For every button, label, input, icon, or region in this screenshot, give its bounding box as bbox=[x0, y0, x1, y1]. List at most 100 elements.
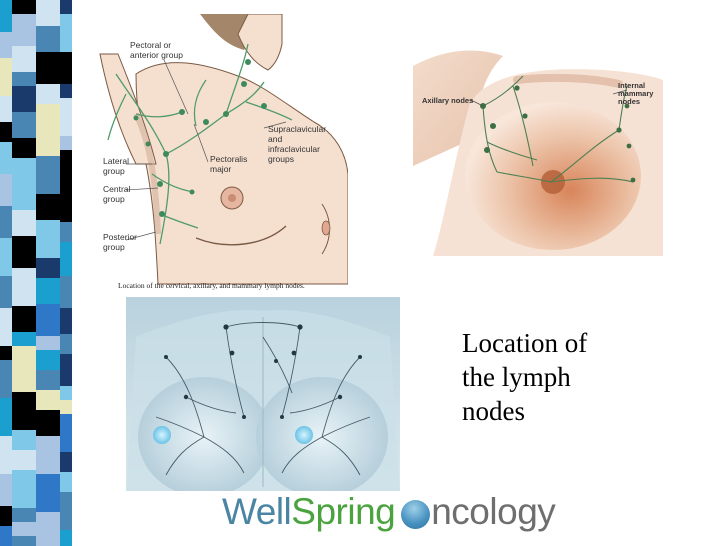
stripe-cell bbox=[36, 26, 60, 52]
stripe-cell bbox=[60, 386, 72, 400]
stripe-cell bbox=[0, 506, 12, 526]
stripe-cell bbox=[0, 122, 12, 142]
stripe-cell bbox=[60, 472, 72, 492]
stripe-cell bbox=[60, 354, 72, 386]
label-pectoral-group: Pectoral or anterior group bbox=[130, 40, 183, 60]
label-line: Central bbox=[103, 184, 131, 194]
stripe-cell bbox=[12, 470, 36, 508]
stripe-cell bbox=[60, 0, 72, 14]
stripe-cell bbox=[36, 538, 60, 546]
stripe-cell bbox=[0, 526, 12, 546]
breast-lateral-drawing bbox=[413, 50, 663, 256]
stripe-cell bbox=[12, 112, 36, 138]
label-line: infraclavicular bbox=[268, 144, 320, 154]
breast-lateral-illustration: Axillary nodes Internal mammary nodes bbox=[413, 46, 663, 256]
stripe-cell bbox=[0, 398, 12, 436]
stripe-cell bbox=[0, 32, 12, 58]
stripe-cell bbox=[12, 360, 36, 392]
stripe-cell bbox=[0, 58, 12, 96]
stripe-cell bbox=[12, 236, 36, 268]
logo-globe-icon bbox=[401, 499, 431, 529]
body-text-line: the lymph bbox=[462, 362, 571, 392]
stripe-column bbox=[36, 0, 60, 546]
label-line: Pectoralis bbox=[210, 154, 248, 164]
label-line: Internal bbox=[618, 81, 646, 90]
stripe-cell bbox=[0, 360, 12, 398]
label-line: and bbox=[268, 134, 283, 144]
stripe-cell bbox=[12, 430, 36, 450]
stripe-cell bbox=[60, 84, 72, 98]
label-supraclavicular-groups: Supraclavicular and infraclavicular grou… bbox=[268, 124, 326, 164]
logo-text-spring: Spring bbox=[291, 491, 396, 532]
stripe-cell bbox=[36, 194, 60, 220]
label-line: group bbox=[103, 242, 125, 252]
stripe-cell bbox=[36, 304, 60, 336]
label-line: Pectoral or bbox=[130, 40, 172, 50]
stripe-cell bbox=[60, 52, 72, 84]
anatomy-drawing-figure: Pectoral or anterior group Supraclavicul… bbox=[96, 14, 348, 294]
stripe-cell bbox=[12, 268, 36, 306]
label-axillary-nodes: Axillary nodes bbox=[422, 96, 474, 105]
stripe-cell bbox=[36, 370, 60, 390]
stripe-cell bbox=[36, 390, 60, 410]
stripe-cell bbox=[60, 334, 72, 354]
label-line: groups bbox=[268, 154, 294, 164]
stripe-cell bbox=[36, 104, 60, 136]
stripe-column bbox=[0, 0, 12, 546]
stripe-cell bbox=[0, 206, 12, 238]
logo-text-well: Well bbox=[222, 491, 292, 532]
stripe-cell bbox=[60, 14, 72, 52]
label-line: Posterior bbox=[103, 232, 138, 242]
decorative-stripe-bar bbox=[0, 0, 72, 546]
stripe-cell bbox=[36, 336, 60, 350]
stripe-cell bbox=[36, 136, 60, 156]
stripe-cell bbox=[12, 346, 36, 360]
label-line: Lateral bbox=[103, 156, 129, 166]
label-lateral-group: Lateral group bbox=[103, 156, 129, 176]
stripe-cell bbox=[36, 512, 60, 538]
label-posterior-group: Posterior group bbox=[103, 232, 137, 252]
slide-body-text: Location of the lymph nodes bbox=[462, 326, 662, 428]
stripe-cell bbox=[36, 278, 60, 304]
stripe-cell bbox=[12, 0, 36, 14]
stripe-cell bbox=[12, 46, 36, 72]
stripe-cell bbox=[60, 452, 72, 472]
stripe-cell bbox=[0, 308, 12, 346]
stripe-cell bbox=[12, 158, 36, 172]
stripe-cell bbox=[12, 72, 36, 86]
stripe-cell bbox=[12, 210, 36, 236]
stripe-cell bbox=[0, 96, 12, 122]
stripe-cell bbox=[60, 492, 72, 530]
stripe-cell bbox=[0, 436, 12, 474]
stripe-cell bbox=[36, 220, 60, 258]
stripe-cell bbox=[36, 410, 60, 436]
stripe-cell bbox=[12, 450, 36, 470]
stripe-cell bbox=[36, 350, 60, 370]
stripe-cell bbox=[12, 392, 36, 430]
stripe-cell bbox=[36, 156, 60, 194]
label-line: group bbox=[103, 194, 125, 204]
label-central-group: Central group bbox=[103, 184, 130, 204]
logo-text-ncology: ncology bbox=[431, 491, 556, 532]
label-line: mammary bbox=[618, 89, 654, 98]
stripe-column bbox=[12, 0, 36, 546]
stripe-cell bbox=[12, 536, 36, 546]
stripe-cell bbox=[0, 346, 12, 360]
stripe-cell bbox=[60, 276, 72, 308]
stripe-cell bbox=[0, 174, 12, 206]
stripe-cell bbox=[12, 522, 36, 536]
stripe-cell bbox=[60, 208, 72, 222]
stripe-cell bbox=[60, 414, 72, 452]
anatomy-drawing bbox=[99, 14, 348, 285]
stripe-cell bbox=[36, 474, 60, 512]
figure-caption: Location of the cervical, axillary, and … bbox=[118, 281, 305, 290]
stripe-cell bbox=[36, 52, 60, 84]
stripe-cell bbox=[12, 86, 36, 112]
stripe-cell bbox=[60, 222, 72, 242]
label-line: major bbox=[210, 164, 232, 174]
stripe-cell bbox=[60, 256, 72, 276]
stripe-cell bbox=[60, 308, 72, 334]
stripe-cell bbox=[12, 138, 36, 158]
stripe-cell bbox=[0, 142, 12, 174]
label-internal-mammary-nodes: Internal mammary nodes bbox=[618, 82, 653, 106]
